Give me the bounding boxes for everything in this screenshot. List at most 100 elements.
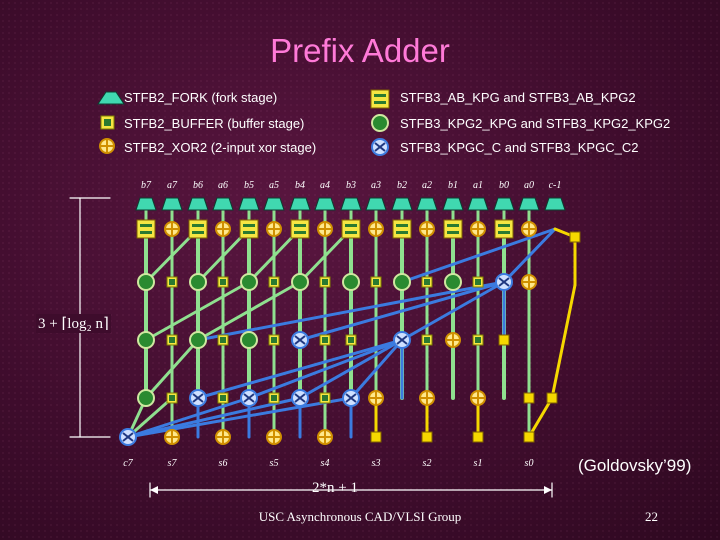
output-label: s0 [525, 458, 534, 469]
kpgc-node [119, 428, 137, 446]
yellow-buffer-node [498, 334, 510, 346]
kpg-node [393, 273, 411, 291]
output-label: s7 [168, 458, 178, 469]
kpg-node [189, 331, 207, 349]
slide-title: Prefix Adder [270, 32, 450, 69]
legend-fork-label: STFB2_FORK (fork stage) [124, 90, 278, 105]
yellow-buffer-node [472, 431, 484, 443]
ab-kpg-node [136, 219, 156, 239]
fork-node [187, 197, 209, 211]
yellow-buffer-node [523, 431, 535, 443]
legend-kpg2-kpg-label: STFB3_KPG2_KPG and STFB3_KPG2_KPG2 [400, 116, 671, 131]
ab-kpg-legend-icon [370, 89, 390, 109]
xor-node [368, 221, 384, 237]
output-label: s2 [423, 458, 432, 469]
buffer-node [319, 392, 331, 404]
input-label: a7 [167, 180, 178, 191]
buffer-node [421, 276, 433, 288]
fork-node [442, 197, 464, 211]
fork-node [391, 197, 413, 211]
kpgc-node [393, 331, 411, 349]
buffer-node [268, 392, 280, 404]
footer-group: USC Asynchronous CAD/VLSI Group [258, 509, 462, 524]
xor-node [445, 332, 461, 348]
input-label: a5 [269, 180, 279, 191]
output-label: s5 [270, 458, 279, 469]
legend-xor-label: STFB2_XOR2 (2-input xor stage) [124, 140, 317, 155]
input-label: b4 [295, 180, 305, 191]
buffer-node [319, 276, 331, 288]
output-label: s4 [321, 458, 330, 469]
buffer-node [166, 392, 178, 404]
legend-buffer-label: STFB2_BUFFER (buffer stage) [124, 116, 305, 131]
ab-kpg-node [290, 219, 310, 239]
buffer-node [268, 276, 280, 288]
buffer-node [421, 334, 433, 346]
input-label: c-1 [549, 180, 562, 191]
yellow-buffer-node [523, 392, 535, 404]
buffer-node [166, 276, 178, 288]
fork-node [416, 197, 438, 211]
buffer-node [217, 334, 229, 346]
kpg-node [137, 273, 155, 291]
xor-node [266, 221, 282, 237]
buffer-node [166, 334, 178, 346]
input-label: b3 [346, 180, 356, 191]
fork-node [493, 197, 515, 211]
fork-node [212, 197, 234, 211]
input-label: b0 [499, 180, 509, 191]
xor-node [470, 221, 486, 237]
legend-kpgc-c-label: STFB3_KPGC_C and STFB3_KPGC_C2 [400, 140, 639, 155]
yellow-buffer-node [421, 431, 433, 443]
yellow-buffer-node [546, 392, 558, 404]
height-label: 3 + ⌈log₂ n⌉ [36, 314, 111, 333]
kpg-node [291, 273, 309, 291]
input-label: a4 [320, 180, 330, 191]
xor-legend-icon [99, 138, 115, 154]
ab-kpg-node [392, 219, 412, 239]
input-label: b6 [193, 180, 203, 191]
fork-node [161, 197, 183, 211]
fork-node [263, 197, 285, 211]
output-label: s6 [219, 458, 228, 469]
kpgc-c-legend-icon [371, 138, 389, 156]
ab-kpg-node [239, 219, 259, 239]
yellow-buffer-node [569, 231, 581, 243]
buffer-node [319, 334, 331, 346]
ab-kpg-node [341, 219, 361, 239]
buffer-node [472, 276, 484, 288]
ab-kpg-node [494, 219, 514, 239]
kpgc-node [240, 389, 258, 407]
fork-node [544, 197, 566, 211]
yellow-buffer-node [370, 431, 382, 443]
fork-node [518, 197, 540, 211]
kpg-node [137, 389, 155, 407]
legend-ab-kpg-label: STFB3_AB_KPG and STFB3_AB_KPG2 [400, 90, 636, 105]
kpg-node [444, 273, 462, 291]
fork-node [289, 197, 311, 211]
kpgc-node [291, 389, 309, 407]
kpg-node [342, 273, 360, 291]
input-label: a1 [473, 180, 483, 191]
kpg-node [240, 331, 258, 349]
input-label: a6 [218, 180, 228, 191]
ab-kpg-node [443, 219, 463, 239]
ab-kpg-node [188, 219, 208, 239]
xor-node [317, 221, 333, 237]
fork-legend-icon [97, 91, 125, 105]
xor-node [419, 221, 435, 237]
output-label: s1 [474, 458, 483, 469]
xor-node [470, 390, 486, 406]
xor-node [521, 274, 537, 290]
fork-node [238, 197, 260, 211]
fork-node [135, 197, 157, 211]
buffer-node [472, 334, 484, 346]
xor-node [164, 429, 180, 445]
input-label: b5 [244, 180, 254, 191]
kpgc-node [342, 389, 360, 407]
input-label: b2 [397, 180, 407, 191]
kpgc-node [291, 331, 309, 349]
xor-node [317, 429, 333, 445]
